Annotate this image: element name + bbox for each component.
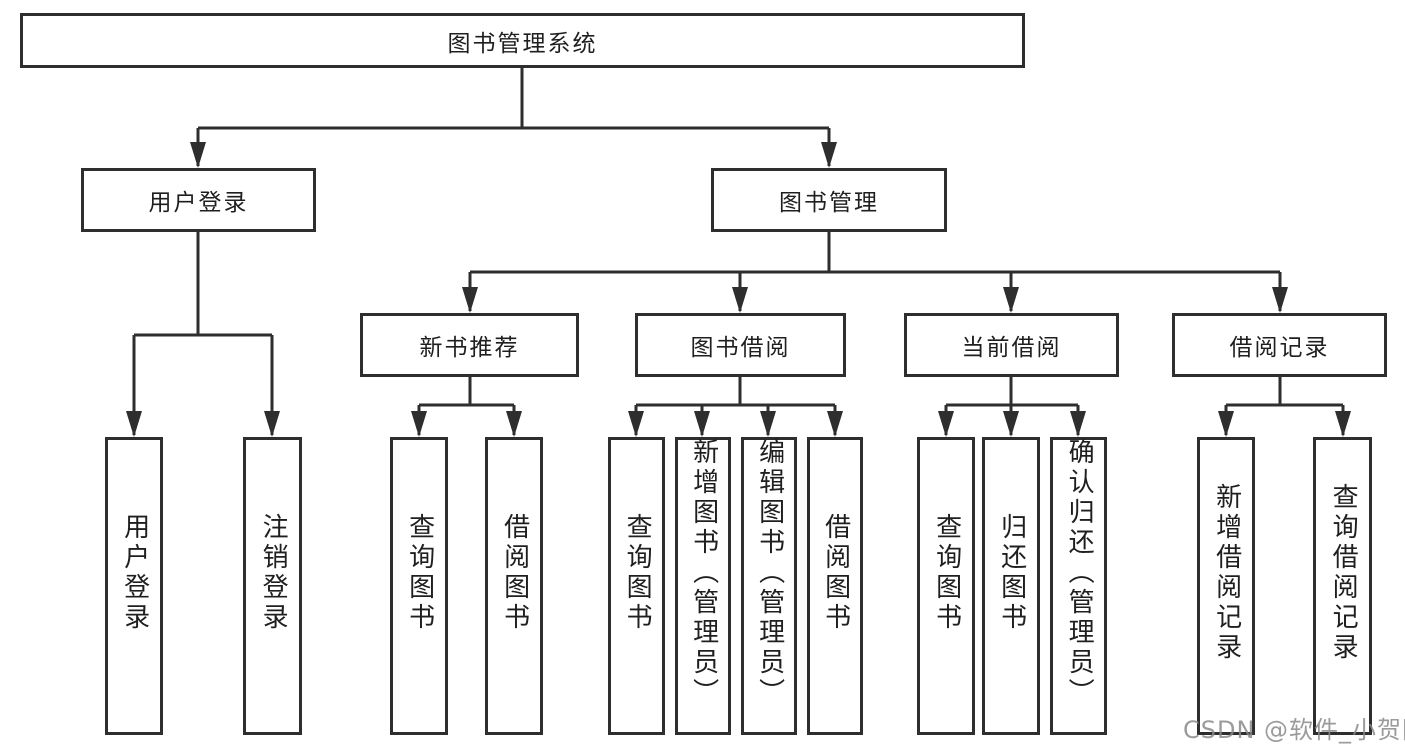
leaf-label: 编辑图书（管理员）: [754, 438, 785, 708]
leaf-logout-login: 注销登录: [243, 437, 302, 735]
node-borrow-records: 借阅记录: [1172, 313, 1387, 377]
node-book-management: 图书管理: [711, 168, 947, 232]
leaf-recommend-query-books: 查询图书: [390, 437, 448, 735]
leaf-confirm-return-admin: 确认归还（管理员）: [1050, 437, 1107, 735]
leaf-label: 查询图书: [931, 513, 962, 633]
leaf-label: 查询图书: [622, 513, 653, 633]
leaf-user-login: 用户登录: [105, 437, 163, 735]
node-root-library-system: 图书管理系统: [20, 13, 1025, 68]
leaf-label: 新增图书（管理员）: [688, 438, 719, 708]
leaf-recommend-borrow-books: 借阅图书: [485, 437, 543, 735]
leaf-label: 借阅图书: [499, 513, 530, 633]
leaf-label: 查询借阅记录: [1328, 483, 1359, 663]
leaf-return-books: 归还图书: [982, 437, 1040, 735]
csdn-watermark: CSDN @软件_小贺同学: [1183, 716, 1405, 744]
leaf-borrowing-query-books: 查询图书: [608, 437, 665, 735]
leaf-label: 归还图书: [996, 513, 1027, 633]
leaf-label: 确认归还（管理员）: [1064, 438, 1095, 708]
leaf-add-borrow-record: 新增借阅记录: [1197, 437, 1255, 735]
leaf-borrowing-borrow-books: 借阅图书: [807, 437, 863, 735]
leaf-query-borrow-record: 查询借阅记录: [1313, 437, 1372, 735]
leaf-label: 用户登录: [119, 513, 150, 633]
leaf-add-books-admin: 新增图书（管理员）: [675, 437, 731, 735]
leaf-label: 注销登录: [258, 513, 289, 633]
leaf-label: 查询图书: [404, 513, 435, 633]
leaf-edit-books-admin: 编辑图书（管理员）: [741, 437, 797, 735]
leaf-label: 新增借阅记录: [1211, 483, 1242, 663]
leaf-label: 借阅图书: [820, 513, 851, 633]
leaf-current-query-books: 查询图书: [917, 437, 975, 735]
node-new-book-recommend: 新书推荐: [360, 313, 579, 377]
node-book-borrowing: 图书借阅: [635, 313, 846, 377]
node-user-login: 用户登录: [81, 168, 316, 232]
node-current-borrowing: 当前借阅: [904, 313, 1119, 377]
